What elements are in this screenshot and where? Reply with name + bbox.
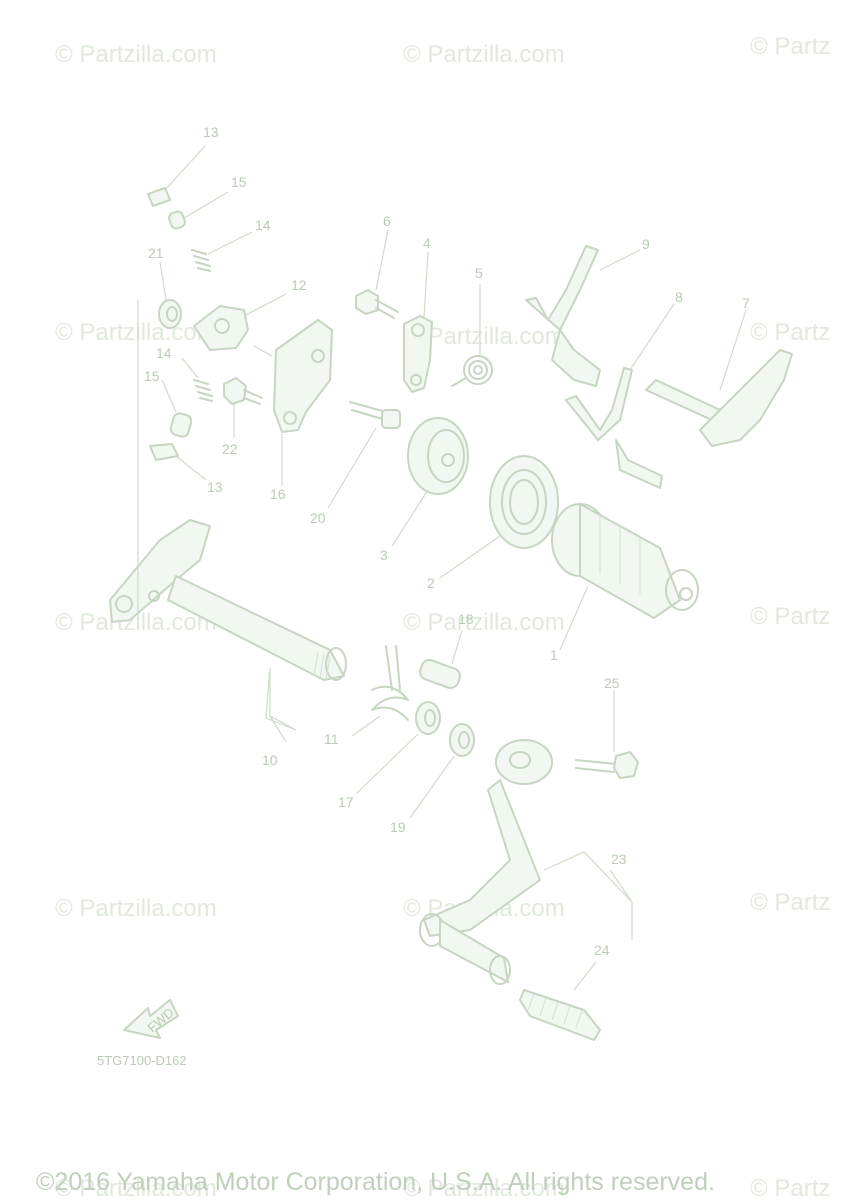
callout-20: 20 bbox=[310, 510, 326, 526]
part-9-shift-fork bbox=[525, 245, 641, 387]
callout-14-lower: 14 bbox=[156, 345, 172, 361]
part-13-stopper-top bbox=[147, 145, 206, 207]
watermark: © Partzilla.com bbox=[55, 895, 217, 922]
part-2-bearing bbox=[439, 455, 559, 579]
part-19-seal bbox=[409, 723, 475, 819]
callout-19: 19 bbox=[390, 819, 406, 835]
callout-22: 22 bbox=[222, 441, 238, 457]
part-23-shift-pedal bbox=[419, 739, 633, 985]
part-15-pin-lower bbox=[161, 379, 193, 438]
watermark-partial: © Partz bbox=[750, 889, 830, 916]
part-18-collar bbox=[419, 629, 463, 689]
part-24-pedal-rubber bbox=[519, 961, 601, 1041]
part-14-spring-top bbox=[191, 231, 253, 272]
part-17-washer bbox=[355, 701, 441, 795]
callout-3: 3 bbox=[380, 547, 388, 563]
callout-17: 17 bbox=[338, 794, 354, 810]
part-7-shift-fork-shaft bbox=[645, 309, 793, 447]
part-25-bolt bbox=[575, 690, 639, 779]
callout-23: 23 bbox=[611, 851, 627, 867]
callout-13-lower: 13 bbox=[207, 479, 223, 495]
callout-4: 4 bbox=[423, 235, 431, 251]
watermark: © Partzilla.com bbox=[403, 609, 565, 636]
part-12-stopper-lever bbox=[193, 293, 287, 357]
part-13-stopper-lower bbox=[149, 443, 207, 481]
watermark-partial: © Partz bbox=[750, 1175, 830, 1200]
callout-12: 12 bbox=[291, 277, 307, 293]
callout-15-lower: 15 bbox=[144, 368, 160, 384]
callout-18: 18 bbox=[458, 611, 474, 627]
callout-24: 24 bbox=[594, 942, 610, 958]
part-22-bolt bbox=[223, 377, 263, 438]
part-21-collar bbox=[158, 261, 182, 329]
callout-15-top: 15 bbox=[231, 174, 247, 190]
fwd-arrow: FWD bbox=[123, 999, 179, 1039]
callout-9: 9 bbox=[642, 236, 650, 252]
part-20-pin bbox=[327, 401, 401, 509]
callout-layer: 1 2 3 4 5 6 7 8 9 10 11 12 13 13 14 14 1… bbox=[144, 124, 750, 958]
diagram-code: 5TG7100-D162 bbox=[97, 1053, 187, 1068]
watermark: © Partzilla.com bbox=[403, 1175, 565, 1200]
watermark-partial: © Partz bbox=[750, 33, 830, 60]
part-14-spring-lower bbox=[181, 357, 213, 402]
callout-13-top: 13 bbox=[203, 124, 219, 140]
part-5-spring bbox=[451, 284, 493, 387]
callout-14-top: 14 bbox=[255, 217, 271, 233]
part-8-shift-fork bbox=[565, 303, 675, 489]
callout-21: 21 bbox=[148, 245, 164, 261]
callout-1: 1 bbox=[550, 647, 558, 663]
callout-6: 6 bbox=[383, 213, 391, 229]
callout-10: 10 bbox=[262, 752, 278, 768]
callout-2: 2 bbox=[427, 575, 435, 591]
watermark: © Partzilla.com bbox=[55, 319, 217, 346]
part-11-spring bbox=[351, 645, 409, 737]
watermark: © Partzilla.com bbox=[403, 41, 565, 68]
callout-11: 11 bbox=[324, 731, 339, 747]
callout-8: 8 bbox=[675, 289, 683, 305]
callout-5: 5 bbox=[475, 265, 483, 281]
part-1-shift-drum bbox=[551, 503, 699, 651]
part-4-guide bbox=[403, 251, 433, 393]
callout-7: 7 bbox=[742, 295, 750, 311]
watermark-partial: © Partz bbox=[750, 319, 830, 346]
part-10-shift-shaft bbox=[109, 519, 347, 743]
watermark-layer: © Partzilla.com © Partzilla.com © Partz … bbox=[55, 33, 830, 1200]
watermark: © Partzilla.com bbox=[55, 1175, 217, 1200]
part-3-cam bbox=[391, 417, 469, 547]
watermark: © Partzilla.com bbox=[55, 41, 217, 68]
callout-16: 16 bbox=[270, 486, 286, 502]
callout-25: 25 bbox=[604, 675, 620, 691]
watermark-partial: © Partz bbox=[750, 603, 830, 630]
part-16-segment bbox=[273, 319, 333, 486]
part-6-bolt bbox=[355, 229, 399, 319]
part-15-pin-top bbox=[168, 191, 229, 230]
copyright-notice: ©2016 Yamaha Motor Corporation, U.S.A. A… bbox=[36, 1168, 715, 1196]
